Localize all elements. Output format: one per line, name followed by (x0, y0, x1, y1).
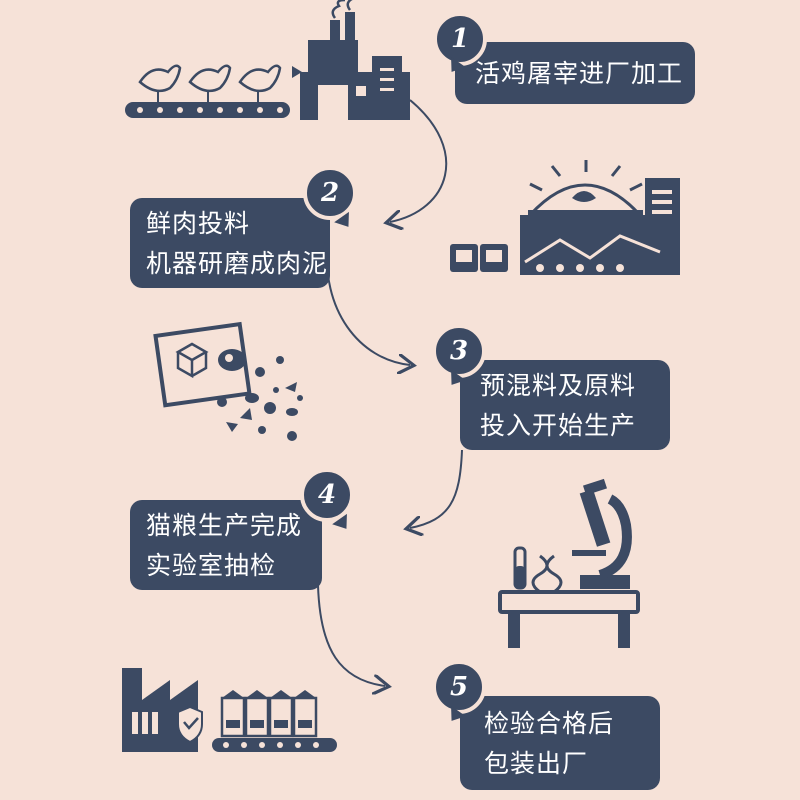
step-5-text-line-1: 检验合格后 (484, 709, 615, 738)
step-2-text-line-2: 机器研磨成肉泥 (146, 249, 329, 278)
step-1-box: 活鸡屠宰进厂加工 (455, 42, 695, 104)
step-2-text-line-1: 鲜肉投料 (146, 209, 251, 238)
step-5-text-line-2: 包装出厂 (484, 749, 589, 778)
connector-4-5 (317, 584, 385, 686)
step-4-text-line-2: 实验室抽检 (146, 551, 277, 580)
step-1-badge: 1 (433, 12, 487, 66)
step-4-badge: 4 (300, 468, 354, 522)
step-3-text-line-2: 投入开始生产 (480, 411, 637, 440)
connector-3-4 (410, 449, 463, 528)
step-3-text-line-1: 预混料及原料 (480, 371, 637, 400)
step-2-badge: 2 (303, 166, 357, 220)
step-3-badge: 3 (432, 324, 486, 378)
step-1-text-line-1: 活鸡屠宰进厂加工 (475, 59, 684, 88)
step-5-box: 检验合格后 包装出厂 (460, 696, 660, 790)
connector-1-2 (390, 99, 448, 222)
step-4-text-line-1: 猫粮生产完成 (146, 511, 303, 540)
step-2-box: 鲜肉投料 机器研磨成肉泥 (130, 198, 330, 288)
step-5-badge: 5 (432, 660, 486, 714)
step-4-box: 猫粮生产完成 实验室抽检 (130, 500, 322, 590)
step-3-box: 预混料及原料 投入开始生产 (460, 360, 670, 450)
